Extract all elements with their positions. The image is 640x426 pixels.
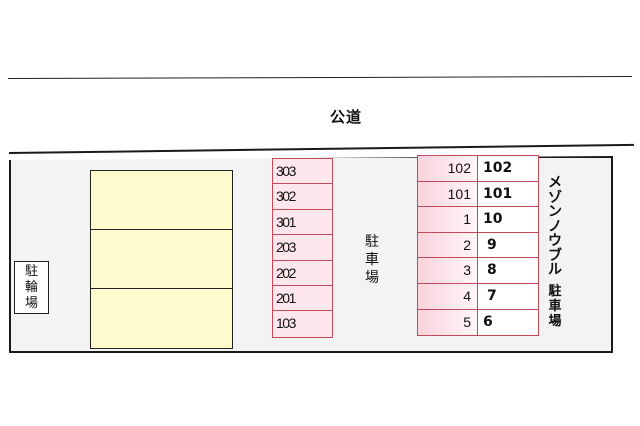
assigned-unit: 6 (478, 309, 538, 336)
parking-slot: 302 (273, 184, 332, 210)
parking-slot: 103 (276, 315, 296, 332)
label-char: ブ (548, 247, 562, 264)
assigned-unit: 10 (478, 207, 538, 232)
assigned-unit: 102 (478, 156, 538, 181)
slot-number: 2 (418, 232, 478, 258)
building-unit (91, 289, 232, 348)
label-char: 駐 (548, 284, 562, 299)
lot-top-boundary (9, 143, 634, 154)
parking-slot: 201 (273, 286, 332, 312)
building-name-vertical: メ ゾ ン ノ ウ ブ ル (546, 176, 564, 278)
assigned-unit: 8 (478, 258, 538, 283)
label-char: 場 (365, 270, 379, 286)
label-char: メ (548, 175, 562, 191)
public-road-label: 公道 (330, 108, 363, 126)
label-char: 車 (365, 252, 379, 268)
parking-slot: 203 (273, 235, 332, 261)
parking-label: 駐 車 場 (363, 233, 381, 287)
assigned-unit: 101 (478, 181, 538, 207)
right-parking-table: 102 102 101 101 1 10 2 9 3 8 4 7 5 6 (417, 155, 539, 337)
label-char: 場 (24, 295, 38, 311)
building-unit (91, 230, 232, 289)
parking-slot: 303 (273, 159, 332, 185)
label-char: 場 (548, 314, 562, 329)
parking-row: 102 102 (418, 156, 538, 182)
slot-number: 5 (418, 309, 478, 336)
parking-row: 1 10 (418, 207, 538, 233)
label-char: ル (548, 262, 562, 278)
label-char: ゾ (548, 189, 562, 206)
assigned-unit: 9 (478, 232, 538, 258)
parking-row: 3 8 (418, 258, 538, 284)
parking-row: 101 101 (418, 181, 538, 208)
parking-row: 4 7 (418, 283, 538, 310)
slot-number: 102 (418, 156, 478, 181)
label-char: ノ (548, 218, 562, 235)
building-unit (91, 171, 232, 230)
label-char: ウ (548, 233, 562, 249)
slot-number: 3 (418, 258, 478, 283)
parking-slot: 301 (273, 210, 332, 236)
parking-row: 2 9 (418, 232, 538, 259)
slot-number: 101 (418, 181, 478, 207)
label-char: ン (548, 204, 562, 220)
slot-number: 1 (418, 207, 478, 232)
slot-number: 4 (418, 283, 478, 309)
label-char: 車 (548, 299, 562, 314)
right-parking-label: 駐 車 場 (546, 284, 564, 329)
label-char: 駐 (24, 263, 38, 279)
left-parking-column: 303 302 301 203 202 201 103 (272, 158, 333, 338)
parking-slot: 202 (273, 261, 332, 286)
parking-row: 5 6 (418, 309, 538, 336)
apartment-building (90, 170, 233, 349)
label-char: 輪 (24, 279, 38, 295)
label-char: 駐 (365, 234, 379, 250)
bicycle-parking-label: 駐 輪 場 (14, 261, 49, 314)
assigned-unit: 7 (478, 283, 538, 309)
road-edge-line (8, 76, 633, 79)
